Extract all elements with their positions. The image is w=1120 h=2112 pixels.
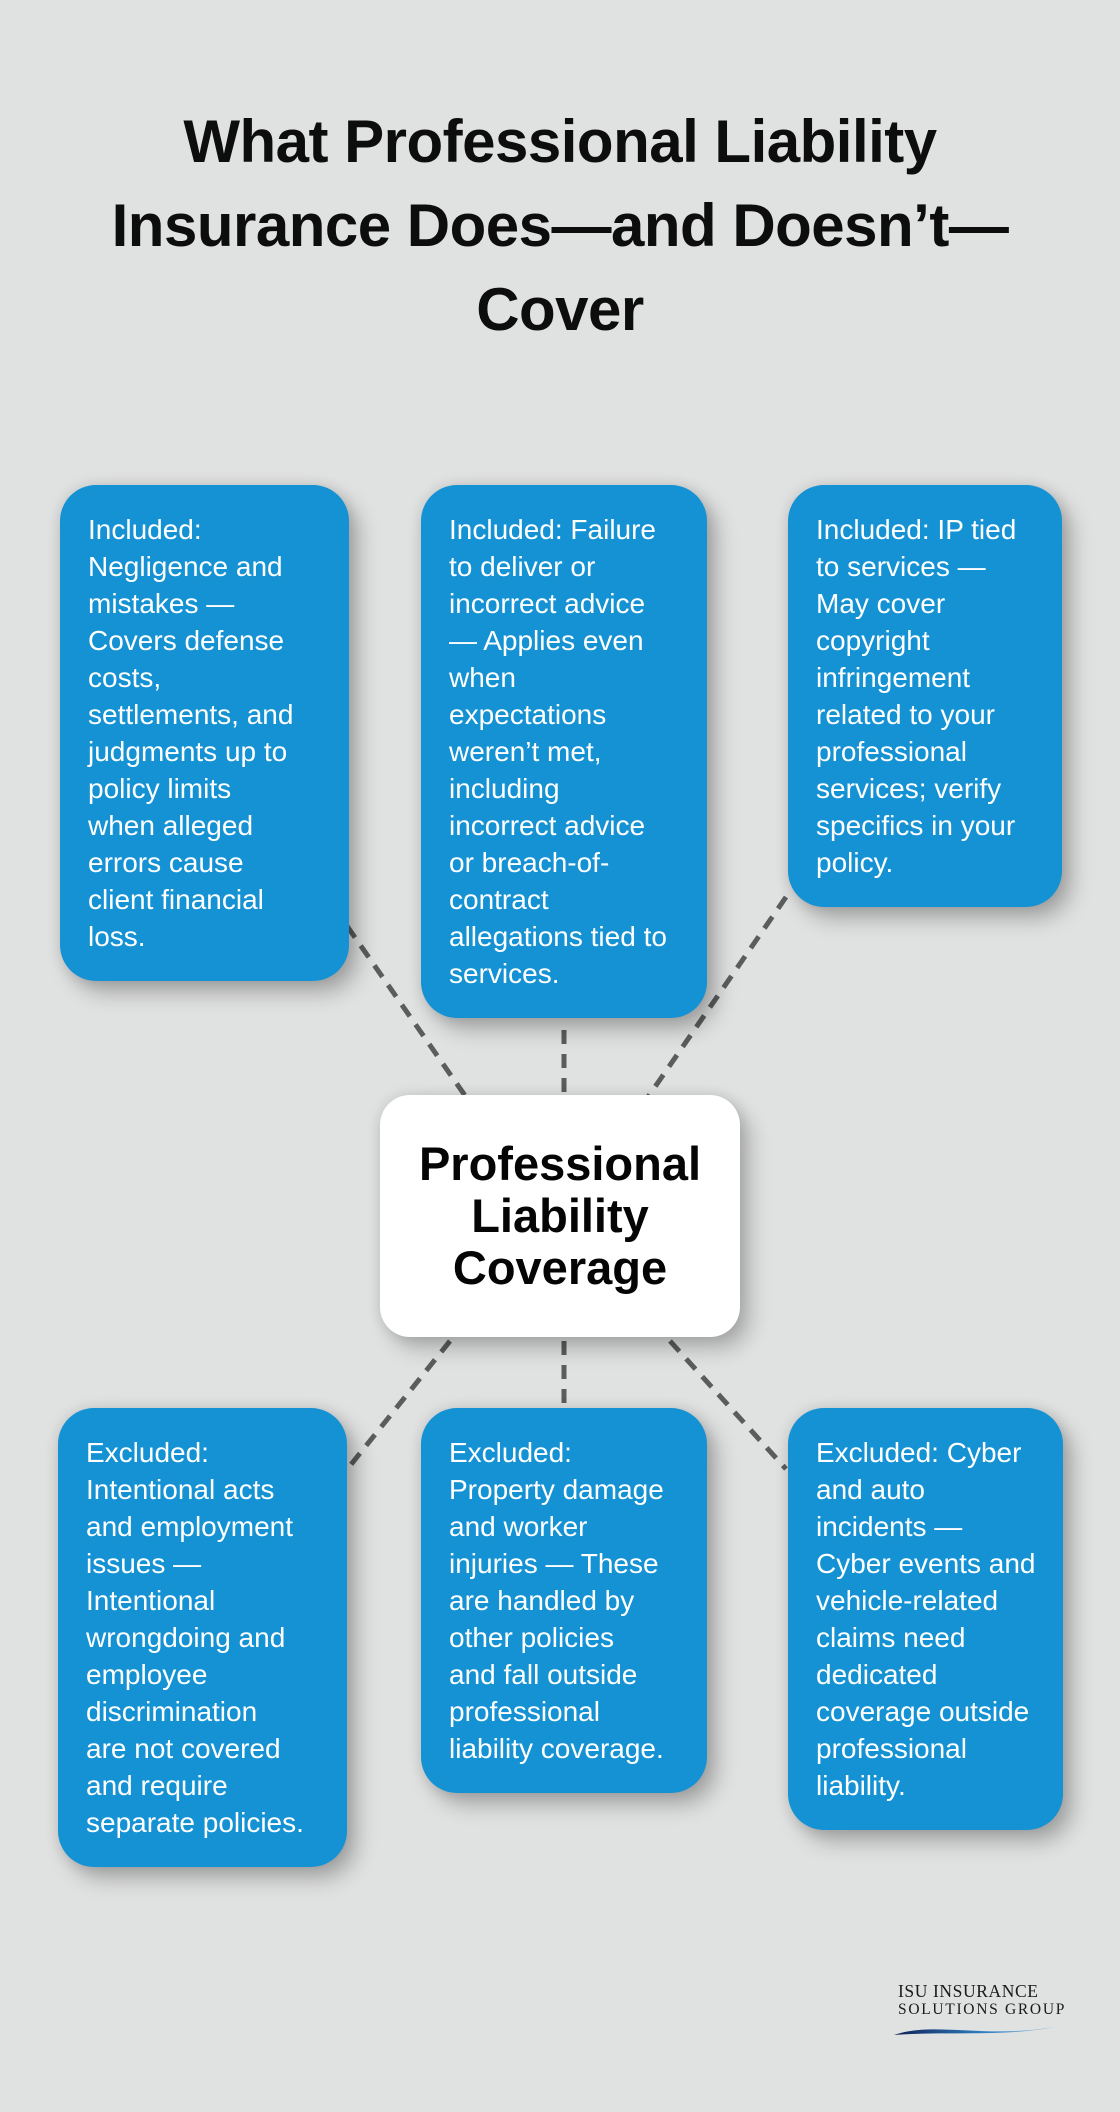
isu-logo: S G ISU INSURANCE SOLUTIONS GROUP [891,1982,1066,2039]
connector-topright-to-center [645,895,789,1099]
card-text: Included: Negligence and mistakes — Cove… [88,514,294,952]
card-text: Excluded: Cyber and auto incidents — Cyb… [816,1437,1036,1801]
card-included-failure-to-deliver: Included: Failure to deliver or incorrec… [421,485,707,1018]
card-text: Included: IP tied to services — May cove… [816,514,1017,878]
center-node-professional-liability: Professional Liability Coverage [380,1095,740,1337]
card-excluded-cyber-auto: Excluded: Cyber and auto incidents — Cyb… [788,1408,1063,1830]
card-text: Included: Failure to deliver or incorrec… [449,514,667,989]
card-included-negligence: Included: Negligence and mistakes — Cove… [60,485,349,981]
card-included-ip: Included: IP tied to services — May cove… [788,485,1062,907]
card-text: Excluded: Property damage and worker inj… [449,1437,664,1764]
card-text: Excluded: Intentional acts and employmen… [86,1437,304,1838]
center-node-label: Professional Liability Coverage [418,1137,702,1294]
card-excluded-property-damage: Excluded: Property damage and worker inj… [421,1408,707,1793]
connector-center-to-bottomleft [347,1339,452,1469]
card-excluded-intentional-acts: Excluded: Intentional acts and employmen… [58,1408,347,1867]
logo-text-line1: ISU INSURANCE [898,1981,1039,2001]
connector-topleft-to-center [344,924,469,1099]
page-title: What Professional Liability Insurance Do… [111,108,1009,343]
connector-center-to-bottomright [668,1339,788,1471]
logo-text-line2: SOLUTIONS GROUP [898,2001,1067,2018]
logo-swoosh-icon [894,2027,1054,2035]
